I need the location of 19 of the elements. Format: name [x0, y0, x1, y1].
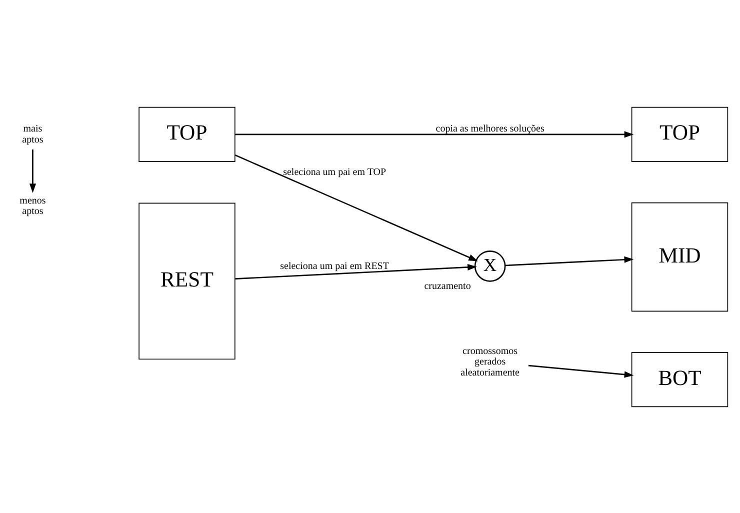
arrow [234, 154, 478, 261]
node-text: mais aptos [22, 123, 44, 145]
edge-label: seleciona um pai em TOP [283, 166, 386, 178]
arrow [505, 256, 634, 266]
node-text: menos aptos [20, 194, 46, 217]
arrow [235, 130, 634, 138]
node-text: cromossomos gerados aleatoriamente [460, 345, 520, 378]
edge-label: seleciona um pai em REST [280, 260, 389, 272]
node-box: TOP [138, 106, 236, 162]
arrow [29, 148, 36, 193]
node-circle: X [474, 250, 506, 282]
node-box: TOP [631, 106, 728, 162]
node-box: BOT [631, 352, 728, 407]
arrow [235, 263, 477, 279]
node-box: REST [138, 202, 236, 360]
node-box: MID [631, 202, 728, 312]
node-label: cruzamento [424, 280, 471, 292]
edge-label: copia as melhores soluções [436, 123, 544, 134]
arrow [528, 364, 634, 378]
